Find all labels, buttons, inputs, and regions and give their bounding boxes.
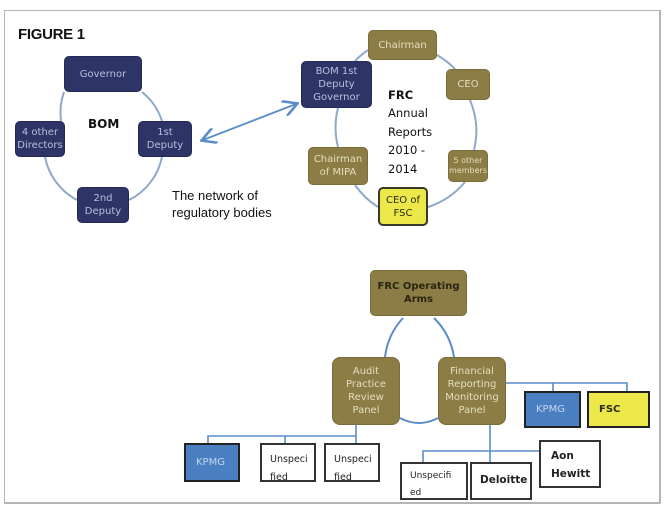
node-chairman-of-mipa: Chairman of MIPA xyxy=(308,147,368,185)
bidirectional-arrow xyxy=(203,104,296,140)
node-label: KPMG xyxy=(196,457,225,468)
frc-ring-arc xyxy=(354,49,369,62)
frc-ring-arc xyxy=(469,99,478,151)
node-label: 4 other Directors xyxy=(17,127,63,151)
bom-ring xyxy=(44,91,163,201)
network-caption-line: The network of xyxy=(172,188,258,203)
frc-ring-arc xyxy=(354,184,379,208)
node-label: BOM 1st Deputy Governor xyxy=(313,66,360,103)
frc-title: FRC xyxy=(388,88,414,102)
node-unspecified-audit: Unspeci fied xyxy=(260,443,316,483)
node-unspecified-audit: Unspeci fied xyxy=(324,443,380,483)
network-caption-line: regulatory bodies xyxy=(172,204,272,220)
node-label: Audit Practice Review Panel xyxy=(346,366,386,416)
operating-arms-arc xyxy=(433,317,455,358)
node-ceo: CEO xyxy=(446,69,490,100)
node-label: Deloitte xyxy=(480,474,528,487)
node-label: FRC Operating Arms xyxy=(377,281,460,305)
figure-frame xyxy=(4,10,661,504)
audit-panel-connector xyxy=(207,425,357,443)
node-label: CEO of FSC xyxy=(386,194,420,219)
operating-arms-arc xyxy=(399,417,439,424)
node-audit-practice-review-panel: Audit Practice Review Panel xyxy=(332,357,400,425)
node-aon-hewitt: Aon Hewitt xyxy=(539,440,601,488)
node-deloitte: Deloitte xyxy=(470,462,532,500)
node-label: 5 other members xyxy=(449,156,487,175)
node-label: KPMG xyxy=(536,404,565,415)
frc-subtitle-line: Reports xyxy=(388,124,433,139)
node-financial-reporting-monitoring-panel: Financial Reporting Monitoring Panel xyxy=(438,357,506,425)
node-other-directors: 4 other Directors xyxy=(15,121,65,157)
node-ceo-of-fsc: CEO of FSC xyxy=(378,187,428,226)
node-label: Chairman xyxy=(378,39,427,51)
frc-subtitle-line: 2010 - xyxy=(388,143,426,158)
node-label: Unspeci fied xyxy=(270,454,308,484)
node-label: 2nd Deputy xyxy=(84,193,122,217)
node-label: Financial Reporting Monitoring Panel xyxy=(445,366,499,416)
financial-panel-connector xyxy=(422,450,539,462)
node-label: 1st Deputy xyxy=(146,127,184,151)
node-kpmg-audit: KPMG xyxy=(184,443,240,482)
node-label: Chairman of MIPA xyxy=(313,154,363,178)
node-label: Unspecifi ed xyxy=(410,471,452,499)
node-fsc: FSC xyxy=(587,391,650,428)
operating-arms-ring xyxy=(384,317,455,424)
node-bom-1st-deputy-governor: BOM 1st Deputy Governor xyxy=(301,61,372,108)
network-caption: The network of regulatory bodies xyxy=(172,188,272,222)
frc-subtitle-line: 2014 xyxy=(388,161,418,176)
node-kpmg-financial: KPMG xyxy=(524,391,581,428)
bom-ring-arc xyxy=(44,156,78,201)
node-label: Aon Hewitt xyxy=(551,450,591,480)
node-second-deputy: 2nd Deputy xyxy=(77,187,129,223)
figure-title: FIGURE 1 xyxy=(18,26,85,43)
bom-ring-arc xyxy=(141,91,163,122)
frc-ring-arc xyxy=(334,107,339,148)
frc-center-label: FRC Annual Reports 2010 - 2014 xyxy=(388,86,432,178)
node-chairman: Chairman xyxy=(368,30,437,60)
node-label: Governor xyxy=(79,68,127,80)
node-governor: Governor xyxy=(64,56,142,92)
node-first-deputy: 1st Deputy xyxy=(138,121,192,157)
operating-arms-arc xyxy=(384,317,404,358)
bom-ring-arc xyxy=(128,156,163,201)
node-frc-operating-arms: FRC Operating Arms xyxy=(370,270,467,316)
node-unspecified-financial: Unspecifi ed xyxy=(400,462,468,500)
node-label: Unspeci fied xyxy=(334,454,372,484)
tree-connectors xyxy=(207,382,628,462)
node-label: CEO xyxy=(457,79,479,90)
frc-subtitle-line: Annual xyxy=(388,106,428,121)
bom-ring-arc xyxy=(59,91,65,122)
frc-ring-arc xyxy=(436,54,456,70)
node-five-other-members: 5 other members xyxy=(448,150,488,182)
frc-ring xyxy=(334,49,478,208)
bom-center-label: BOM xyxy=(88,117,120,131)
financial-panel-connector xyxy=(506,382,628,391)
frc-ring-arc xyxy=(427,181,466,208)
node-label: FSC xyxy=(599,404,621,415)
